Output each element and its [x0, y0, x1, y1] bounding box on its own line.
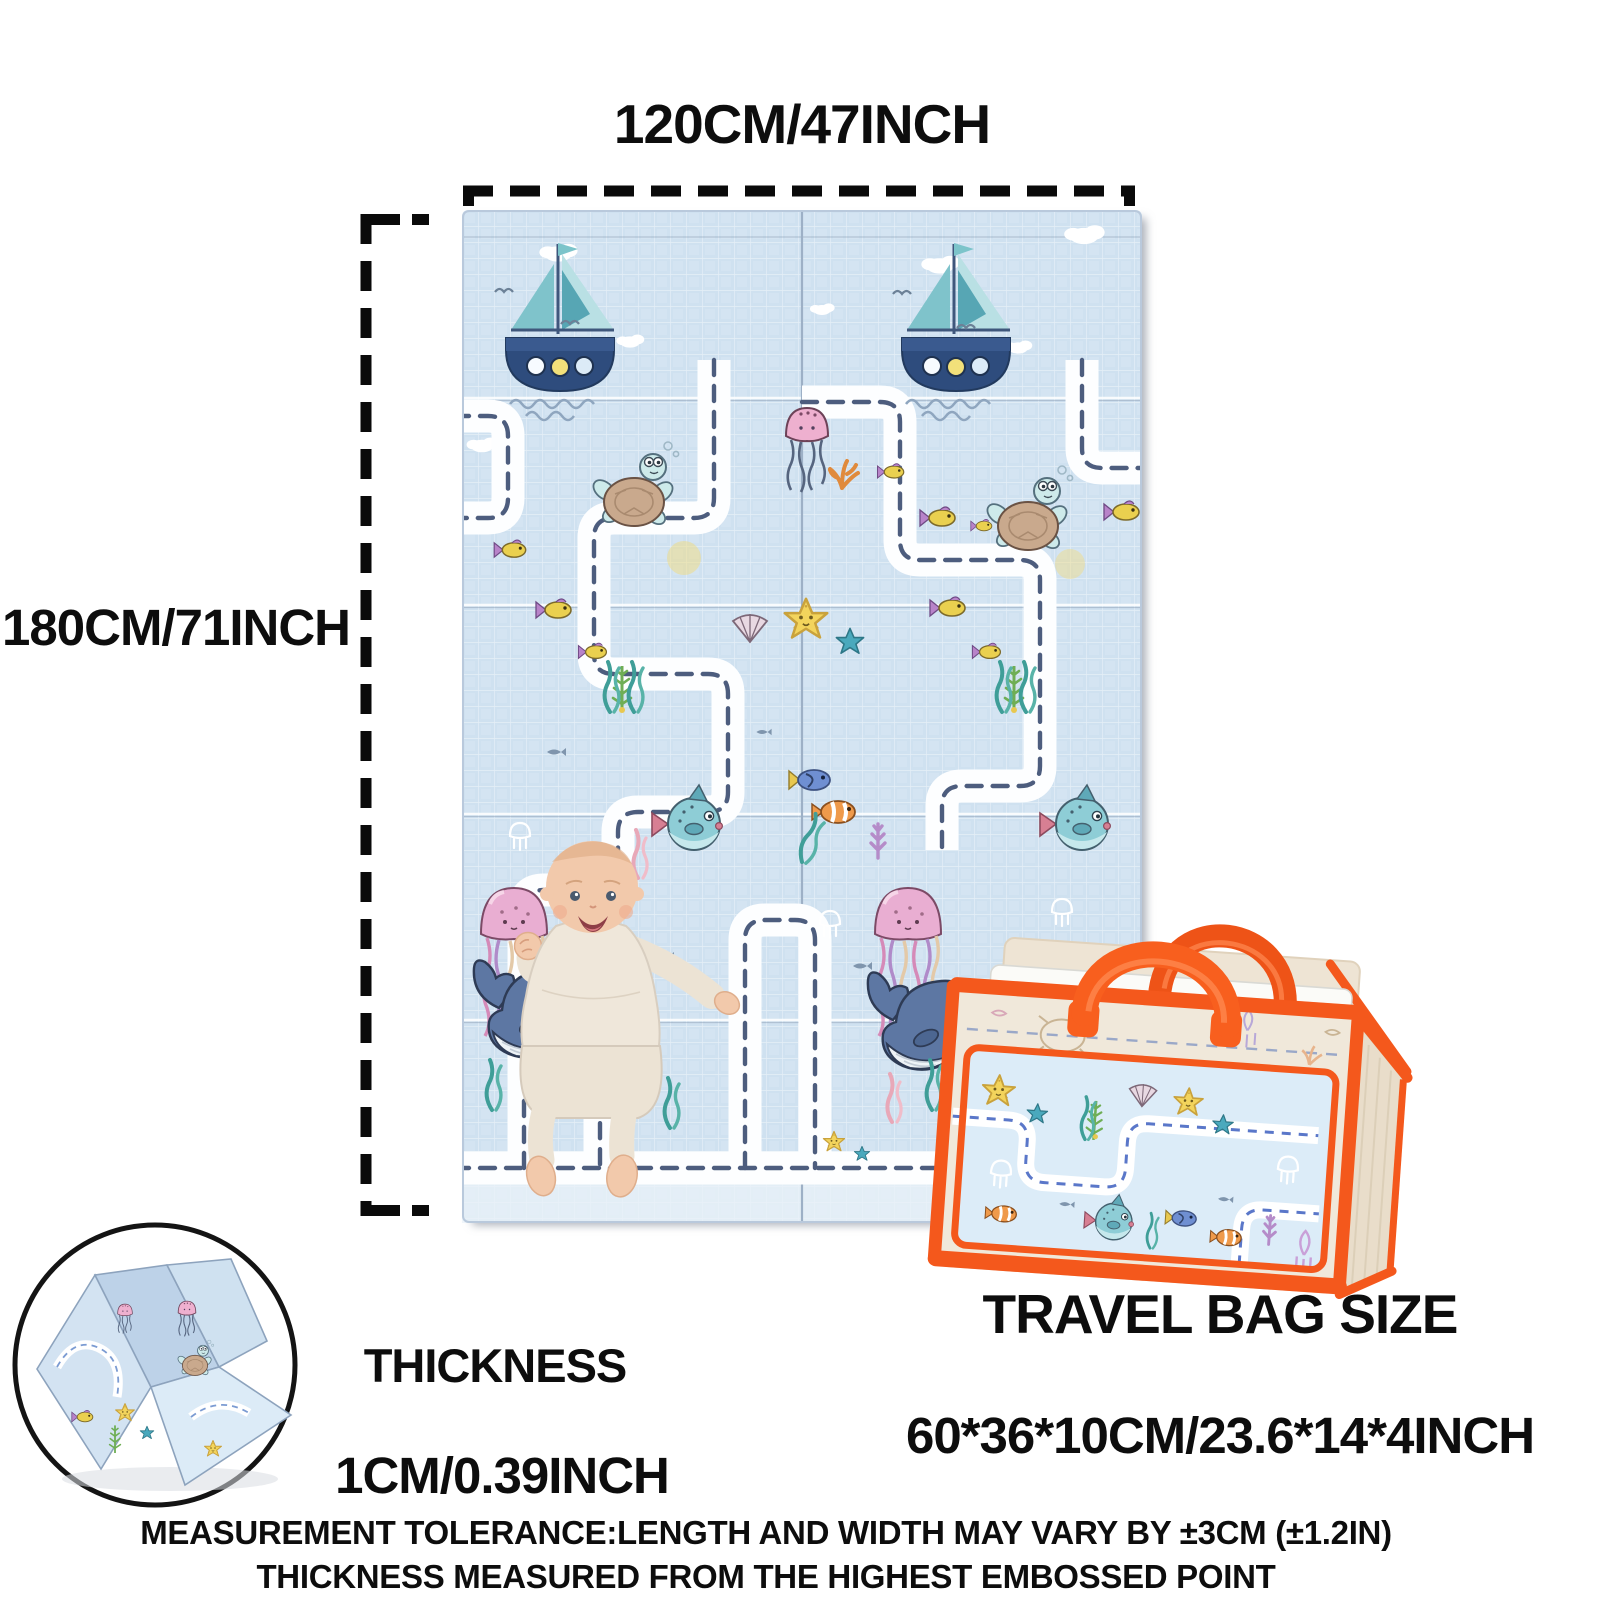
- tolerance-footnote: MEASUREMENT TOLERANCE:LENGTH AND WIDTH M…: [140, 1514, 1392, 1551]
- thickness-heading: THICKNESS: [363, 1339, 628, 1392]
- bag-print-panel: [951, 1044, 1340, 1273]
- thickness-footnote: THICKNESS MEASURED FROM THE HIGHEST EMBO…: [256, 1558, 1276, 1595]
- mat-height-label: 180CM/71INCH: [2, 599, 351, 656]
- mat-width-label: 120CM/47INCH: [613, 93, 991, 155]
- thickness-value: 1CM/0.39INCH: [335, 1447, 670, 1504]
- baby-photo: [513, 841, 741, 1198]
- bag-trim: [927, 977, 1365, 1296]
- travel-bag-size-value: 60*36*10CM/23.6*14*4INCH: [905, 1407, 1535, 1464]
- travel-bag-image: [898, 878, 1458, 1308]
- folded-mat-badge: [5, 1217, 305, 1517]
- travel-bag-heading: TRAVEL BAG SIZE: [982, 1283, 1459, 1345]
- travel-bag: [927, 924, 1413, 1299]
- bag-front-handle: [1067, 941, 1243, 1048]
- folded-mat-icon: [36, 1258, 293, 1491]
